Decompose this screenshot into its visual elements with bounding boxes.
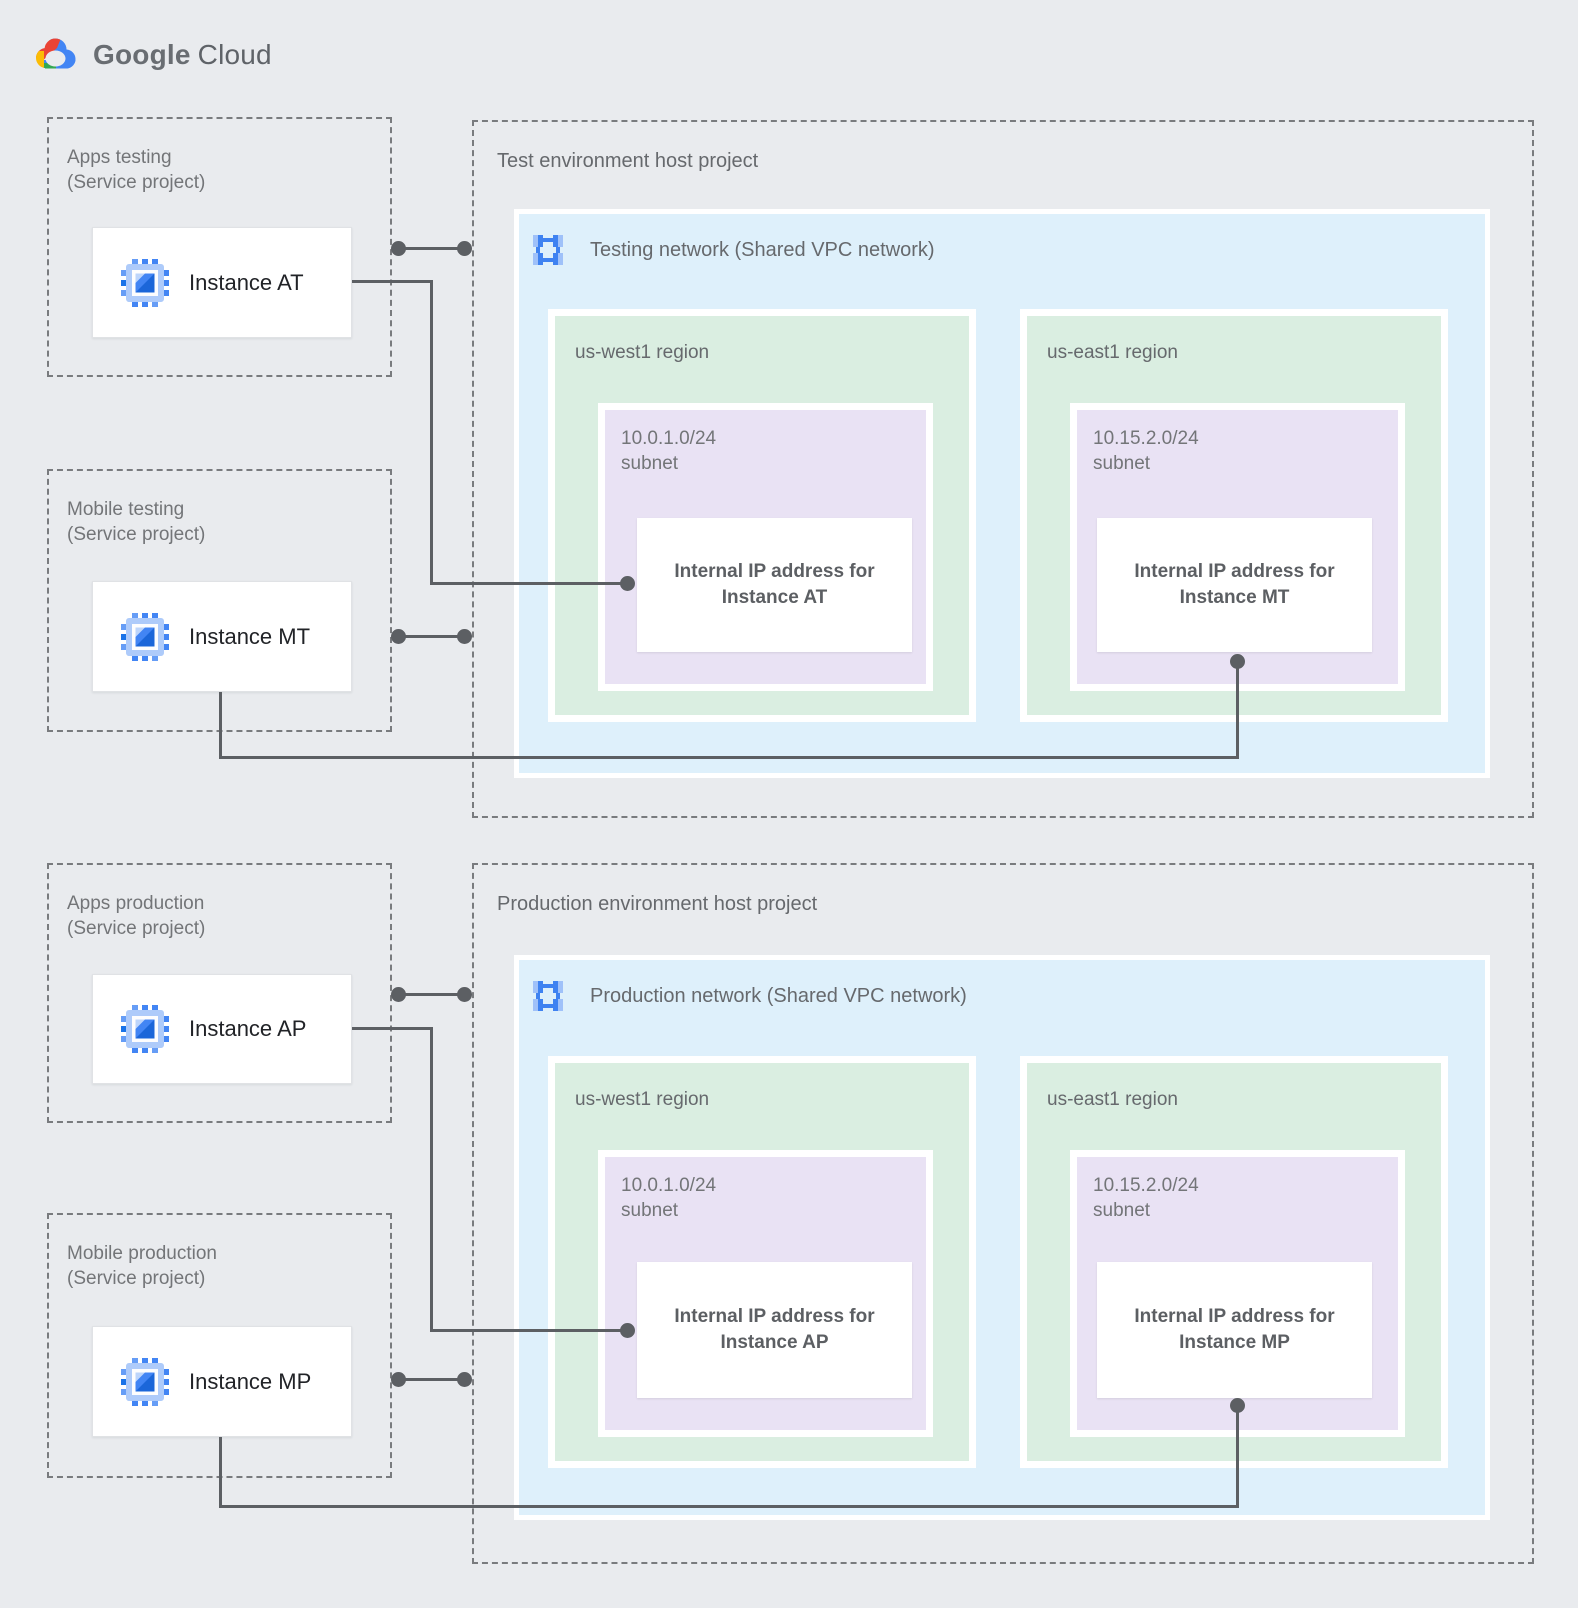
connector-endpoint-dot xyxy=(620,576,635,591)
connector-endpoint-dot xyxy=(620,1323,635,1338)
connector-dot xyxy=(457,241,472,256)
connector-stub-at xyxy=(399,247,465,250)
host-project-test: Test environment host project xyxy=(472,120,1534,818)
connector-dot xyxy=(391,241,406,256)
host-project-title: Production environment host project xyxy=(497,893,818,915)
connector-dot xyxy=(457,1372,472,1387)
connector-at-seg1 xyxy=(352,280,433,283)
connector-dot xyxy=(391,987,406,1002)
connector-ap-seg3 xyxy=(430,1329,630,1332)
service-project-title: Mobile production (Service project) xyxy=(67,1243,217,1290)
service-project-title: Apps testing (Service project) xyxy=(67,147,206,194)
vpc-network-icon xyxy=(531,979,565,1013)
connector-mp-seg1 xyxy=(219,1437,222,1508)
connector-endpoint-dot xyxy=(1230,1398,1245,1413)
connector-stub-mp xyxy=(399,1378,465,1381)
internal-ip-box-ap: Internal IP address for Instance AP xyxy=(637,1262,912,1398)
service-project-title: Mobile testing (Service project) xyxy=(67,499,206,546)
instance-card-mt: Instance MT xyxy=(92,581,352,692)
instance-label: Instance MT xyxy=(189,623,311,649)
instance-card-ap: Instance AP xyxy=(92,974,352,1084)
instance-label: Instance MP xyxy=(189,1368,312,1394)
connector-at-seg2 xyxy=(430,280,433,585)
google-cloud-icon xyxy=(33,36,79,74)
connector-mp-seg3 xyxy=(1236,1406,1239,1508)
instance-label: Instance AT xyxy=(189,269,304,295)
connector-at-seg3 xyxy=(430,582,630,585)
internal-ip-box-mp: Internal IP address for Instance MP xyxy=(1097,1262,1372,1398)
connector-mt-seg3 xyxy=(1236,662,1239,759)
internal-ip-box-mt: Internal IP address for Instance MT xyxy=(1097,518,1372,652)
connector-endpoint-dot xyxy=(1230,654,1245,669)
network-header: Testing network (Shared VPC network) xyxy=(531,233,935,267)
internal-ip-text: Internal IP address for Instance AP xyxy=(674,1306,875,1353)
network-header: Production network (Shared VPC network) xyxy=(531,979,967,1013)
region-label: us-west1 region xyxy=(575,1089,710,1110)
instance-label: Instance AP xyxy=(189,1016,307,1041)
internal-ip-box-at: Internal IP address for Instance AT xyxy=(637,518,912,652)
internal-ip-text: Internal IP address for Instance MT xyxy=(1134,561,1335,608)
connector-stub-mt xyxy=(399,635,465,638)
region-label: us-east1 region xyxy=(1047,1089,1178,1110)
connector-stub-ap xyxy=(399,993,465,996)
instance-card-mp: Instance MP xyxy=(92,1326,352,1437)
region-label: us-west1 region xyxy=(575,342,710,363)
logo-word-cloud: Cloud xyxy=(197,39,272,70)
instance-card-at: Instance AT xyxy=(92,227,352,338)
connector-dot xyxy=(391,629,406,644)
connector-dot xyxy=(391,1372,406,1387)
internal-ip-text: Internal IP address for Instance AT xyxy=(674,561,875,608)
network-label: Testing network (Shared VPC network) xyxy=(590,238,935,261)
compute-engine-icon xyxy=(117,1001,173,1057)
compute-engine-icon xyxy=(117,255,173,311)
network-label: Production network (Shared VPC network) xyxy=(590,984,967,1007)
connector-ap-seg2 xyxy=(430,1027,433,1332)
internal-ip-text: Internal IP address for Instance MP xyxy=(1134,1306,1335,1353)
connector-mt-seg1 xyxy=(219,692,222,759)
subnet-label: 10.15.2.0/24 subnet xyxy=(1093,428,1199,474)
connector-mt-seg2 xyxy=(219,756,1239,759)
region-label: us-east1 region xyxy=(1047,342,1178,363)
logo-word-google: Google xyxy=(93,39,191,70)
compute-engine-icon xyxy=(117,1354,173,1410)
service-project-title: Apps production (Service project) xyxy=(67,893,206,940)
subnet-label: 10.15.2.0/24 subnet xyxy=(1093,1175,1199,1221)
connector-mp-seg2 xyxy=(219,1505,1239,1508)
connector-ap-seg1 xyxy=(352,1027,433,1030)
host-project-production: Production environment host project xyxy=(472,863,1534,1564)
vpc-network-icon xyxy=(531,233,565,267)
compute-engine-icon xyxy=(117,609,173,665)
host-project-title: Test environment host project xyxy=(497,150,759,172)
subnet-label: 10.0.1.0/24 subnet xyxy=(621,428,717,474)
subnet-label: 10.0.1.0/24 subnet xyxy=(621,1175,717,1221)
connector-dot xyxy=(457,987,472,1002)
connector-dot xyxy=(457,629,472,644)
